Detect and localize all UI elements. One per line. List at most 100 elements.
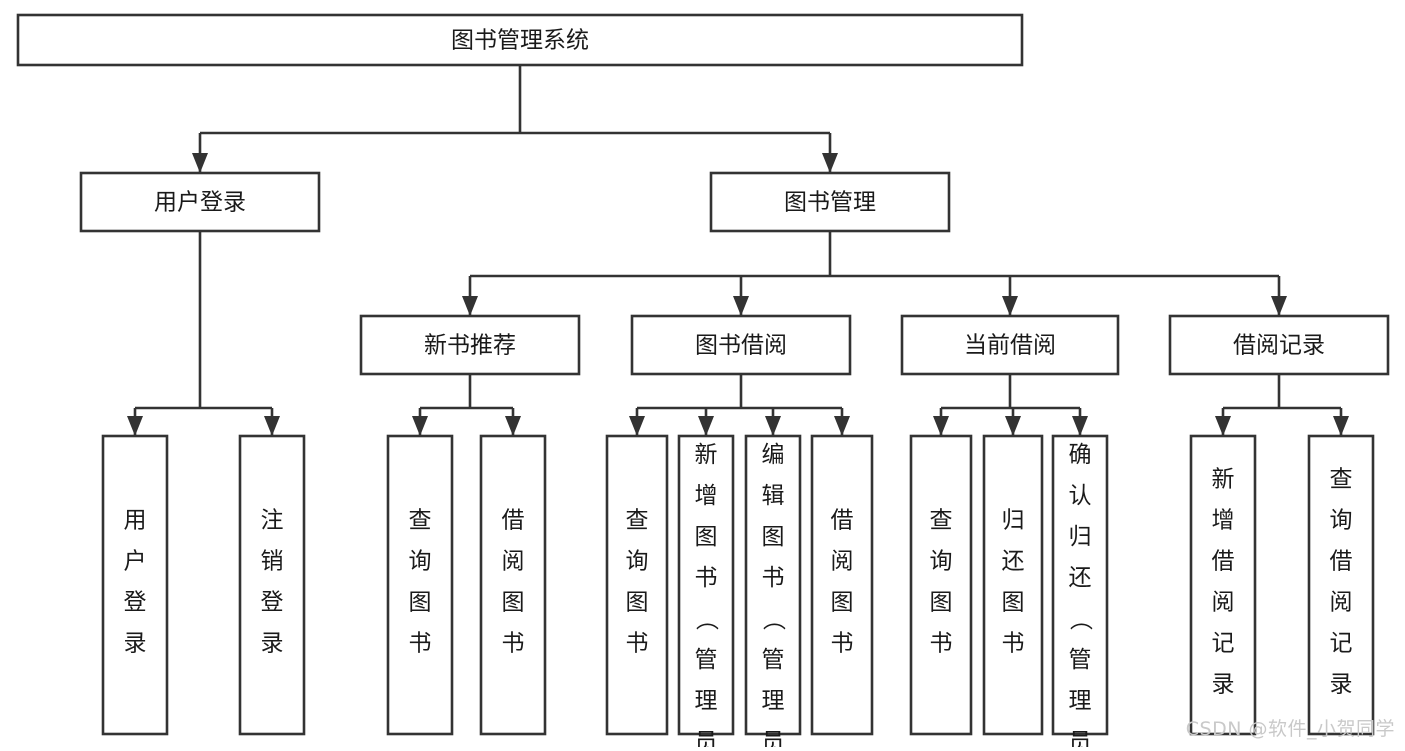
node-book-manage[interactable]: 图书管理 (709, 171, 951, 233)
arrow-head-new-book-rec-1 (505, 416, 521, 436)
node-borrow-record[interactable]: 借阅记录 (1168, 314, 1390, 376)
node-label-leaf-return-book-char-2: 图 (1002, 590, 1025, 616)
node-label-leaf-add-book-char-1: 增 (695, 483, 718, 509)
node-label-leaf-confirm-return-char-6: 理 (1069, 688, 1092, 714)
node-label-leaf-borrow-book-1-char-3: 书 (502, 631, 525, 657)
node-label-leaf-user-login-char-0: 用 (124, 508, 147, 534)
node-label-leaf-query-record-char-3: 阅 (1330, 590, 1353, 616)
node-label-root: 图书管理系统 (451, 28, 589, 54)
node-box-leaf-query-record (1307, 434, 1375, 736)
node-current-borrow[interactable]: 当前借阅 (900, 314, 1120, 376)
node-label-leaf-add-record-char-2: 借 (1212, 549, 1235, 575)
node-label-leaf-user-login-char-2: 登 (124, 590, 147, 616)
node-label-leaf-query-book-2-char-1: 询 (626, 549, 649, 575)
node-label-leaf-query-record-char-5: 录 (1330, 672, 1353, 698)
node-label-leaf-edit-book-char-3: 书 (762, 565, 785, 591)
arrow-head-current-borrow-1 (1005, 416, 1021, 436)
node-label-leaf-query-book-2-char-0: 查 (626, 508, 649, 534)
connectors-layer (127, 65, 1349, 436)
node-label-leaf-confirm-return-char-4: （ (1067, 608, 1093, 631)
node-label-leaf-edit-book-char-1: 辑 (762, 483, 785, 509)
node-label-leaf-edit-book-char-7: 员 (762, 729, 785, 747)
node-label-leaf-borrow-book-2-char-0: 借 (831, 508, 854, 534)
arrow-head-book-borrow-3 (834, 416, 850, 436)
node-label-leaf-logout-char-1: 销 (261, 549, 284, 575)
arrow-head-book-borrow-1 (698, 416, 714, 436)
node-label-new-book-rec: 新书推荐 (424, 333, 516, 359)
node-box-new-book-rec (359, 314, 581, 376)
node-box-borrow-record (1168, 314, 1390, 376)
node-label-leaf-edit-book-char-2: 图 (762, 524, 785, 550)
node-label-leaf-logout-char-3: 录 (261, 631, 284, 657)
node-label-leaf-query-record-char-0: 查 (1330, 467, 1353, 493)
node-label-leaf-confirm-return-char-2: 归 (1069, 524, 1092, 550)
node-book-borrow[interactable]: 图书借阅 (630, 314, 852, 376)
node-box-leaf-borrow-book-1 (479, 434, 547, 736)
node-label-leaf-add-book-char-7: 员 (695, 729, 718, 747)
node-label-leaf-confirm-return-char-0: 确 (1069, 442, 1092, 468)
node-label-leaf-confirm-return-char-5: 管 (1069, 647, 1092, 673)
node-label-leaf-add-book-char-0: 新 (695, 442, 718, 468)
node-label-leaf-logout-char-0: 注 (261, 508, 284, 534)
arrow-head-current-borrow-0 (933, 416, 949, 436)
node-label-leaf-confirm-return-char-3: 还 (1069, 565, 1092, 591)
node-box-leaf-query-book-3 (909, 434, 973, 736)
node-label-leaf-borrow-book-1-char-1: 阅 (502, 549, 525, 575)
node-label-leaf-user-login-char-3: 录 (124, 631, 147, 657)
node-box-user-login (79, 171, 321, 233)
arrow-head-user-login-1 (264, 416, 280, 436)
node-label-book-manage: 图书管理 (784, 190, 876, 216)
node-root[interactable]: 图书管理系统 (16, 13, 1024, 67)
node-box-leaf-logout (238, 434, 306, 736)
node-box-leaf-query-book-1 (386, 434, 454, 736)
arrow-head-root-0 (192, 153, 208, 173)
node-new-book-rec[interactable]: 新书推荐 (359, 314, 581, 376)
arrow-head-borrow-record-0 (1215, 416, 1231, 436)
node-label-leaf-query-book-1-char-2: 图 (409, 590, 432, 616)
arrow-head-borrow-record-1 (1333, 416, 1349, 436)
node-user-login[interactable]: 用户登录 (79, 171, 321, 233)
arrow-head-book-borrow-0 (629, 416, 645, 436)
node-label-leaf-query-book-2-char-3: 书 (626, 631, 649, 657)
node-label-leaf-query-book-1-char-3: 书 (409, 631, 432, 657)
node-label-current-borrow: 当前借阅 (964, 333, 1056, 359)
node-label-leaf-edit-book-char-6: 理 (762, 688, 785, 714)
node-label-leaf-borrow-book-2-char-3: 书 (831, 631, 854, 657)
node-label-leaf-borrow-book-2-char-2: 图 (831, 590, 854, 616)
arrow-head-book-manage-1 (733, 296, 749, 316)
node-label-borrow-record: 借阅记录 (1233, 333, 1325, 359)
arrow-head-current-borrow-2 (1072, 416, 1088, 436)
node-label-leaf-add-book-char-2: 图 (695, 524, 718, 550)
node-box-leaf-return-book (982, 434, 1044, 736)
arrow-head-book-borrow-2 (765, 416, 781, 436)
node-label-leaf-query-book-2-char-2: 图 (626, 590, 649, 616)
node-label-leaf-confirm-return-char-7: 员 (1069, 729, 1092, 747)
node-box-current-borrow (900, 314, 1120, 376)
node-label-leaf-edit-book-char-0: 编 (762, 442, 785, 468)
node-label-leaf-edit-book-char-4: （ (760, 608, 786, 631)
node-label-leaf-query-book-3-char-1: 询 (930, 549, 953, 575)
node-label-user-login: 用户登录 (154, 190, 246, 216)
node-label-leaf-borrow-book-1-char-2: 图 (502, 590, 525, 616)
node-label-leaf-query-book-1-char-1: 询 (409, 549, 432, 575)
node-label-leaf-return-book-char-3: 书 (1002, 631, 1025, 657)
node-label-leaf-query-book-3-char-3: 书 (930, 631, 953, 657)
node-label-leaf-query-record-char-1: 询 (1330, 508, 1353, 534)
node-label-leaf-confirm-return-char-1: 认 (1069, 483, 1092, 509)
node-box-leaf-confirm-return (1051, 434, 1109, 736)
node-label-leaf-query-record-char-2: 借 (1330, 549, 1353, 575)
node-leaf-user-login[interactable]: 用户登录 (101, 434, 169, 736)
